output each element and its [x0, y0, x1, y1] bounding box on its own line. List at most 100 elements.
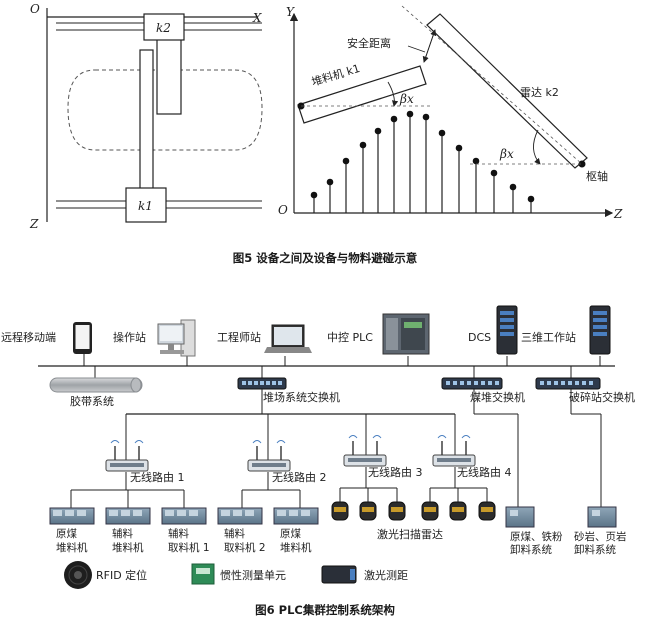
- imu-icon: [191, 563, 215, 585]
- material-stem-dot: [438, 129, 446, 137]
- plc-icon: [382, 313, 430, 355]
- beta-stacker-label: βx: [399, 92, 414, 106]
- machine-icon: [49, 507, 95, 525]
- dcs-label: DCS: [468, 331, 491, 344]
- radar-label: 雷达 k2: [520, 86, 559, 99]
- right-z-label: Z: [613, 207, 623, 221]
- unloader-coal-l2: 卸料系统: [510, 543, 552, 556]
- material-stem-dot: [527, 195, 535, 203]
- machine-label-line2: 堆料机: [56, 541, 88, 554]
- fig5-left-diagram: O X Z k2 k1: [29, 2, 263, 231]
- machine-icon: [217, 507, 263, 525]
- router-label: 无线路由 1: [130, 470, 185, 484]
- laser-scanner-icon: [478, 501, 496, 521]
- dcs-server-icon: [496, 305, 518, 355]
- machine-label-line2: 取料机 2: [224, 541, 266, 554]
- material-stem-dot: [422, 113, 430, 121]
- right-origin-label: O: [278, 203, 288, 217]
- workstation-label: 三维工作站: [521, 330, 576, 344]
- left-x-label: X: [252, 11, 262, 25]
- left-z-label: Z: [29, 217, 39, 231]
- machine-icon: [105, 507, 151, 525]
- laptop-icon: [264, 324, 312, 353]
- k1-body: [125, 187, 167, 223]
- coal-switch-label: 煤堆交换机: [470, 390, 525, 404]
- left-origin-label: O: [30, 2, 40, 16]
- plc-label: 中控 PLC: [327, 330, 373, 344]
- radar-boom: [426, 13, 588, 169]
- engineer-label: 工程师站: [217, 330, 261, 344]
- pile-outline: [67, 69, 263, 151]
- material-stem-dot: [310, 191, 318, 199]
- machine-label-line1: 辅料: [224, 527, 245, 540]
- right-y-label: Y: [286, 5, 295, 19]
- wireless-router-icon: [105, 440, 149, 472]
- k1-arm: [139, 49, 154, 191]
- laser-scanner-icon: [421, 501, 439, 521]
- remote-label: 远程移动端: [1, 331, 56, 344]
- operator-label: 操作站: [113, 330, 146, 344]
- laser-scanner-icon: [449, 501, 467, 521]
- crush-switch-label: 破碎站交换机: [569, 390, 635, 404]
- rfid-icon: [64, 561, 92, 589]
- machine-label-line1: 辅料: [112, 527, 133, 540]
- operator-pc-icon: [157, 319, 196, 357]
- machine-icon: [273, 507, 319, 525]
- wireless-router-icon: [247, 440, 291, 472]
- imu-label: 惯性测量单元: [220, 568, 286, 582]
- yard-switch-label: 堆场系统交换机: [263, 390, 340, 404]
- laser-rangefinder-label: 激光测距: [364, 568, 408, 582]
- material-stem-dot: [406, 110, 414, 118]
- unloader-coal-l1: 原煤、铁粉: [510, 530, 563, 543]
- machine-icon: [161, 507, 207, 525]
- workstation-server-icon: [589, 305, 611, 355]
- k1-label: k1: [138, 199, 153, 213]
- safety-distance-label: 安全距离: [347, 36, 391, 50]
- fig6-architecture: 远程移动端 操作站 工程师站 中控 PLC: [1, 305, 635, 589]
- belt-pipe-icon: [49, 377, 143, 393]
- material-stem-dot: [374, 127, 382, 135]
- wireless-router-icon: [432, 435, 476, 467]
- stacker-label: 堆料机 k1: [310, 61, 362, 89]
- stacker-boom: [297, 65, 427, 124]
- k2-body: [143, 13, 185, 41]
- crush-switch-icon: [535, 377, 601, 390]
- material-stem-dot: [472, 157, 480, 165]
- material-stem-dot: [490, 169, 498, 177]
- fig6-caption: 图6 PLC集群控制系统架构: [255, 603, 395, 617]
- material-stem-dot: [359, 141, 367, 149]
- laser-radar-label: 激光扫描雷达: [377, 527, 443, 541]
- laser-scanners-group: [331, 501, 496, 521]
- beta-radar-label: βx: [499, 147, 514, 161]
- fig5-right-diagram: Y Z O 堆料机 k1 雷达 k2 安全距离 βx βx 枢轴: [278, 5, 623, 221]
- machine-label-line2: 取料机 1: [168, 541, 210, 554]
- wireless-router-icon: [343, 435, 387, 467]
- laser-rangefinder-icon: [321, 565, 357, 584]
- router-label: 无线路由 3: [368, 465, 423, 479]
- material-stem-dot: [455, 144, 463, 152]
- material-stem-dot: [509, 183, 517, 191]
- material-stem-dot: [390, 115, 398, 123]
- machine-label-line2: 堆料机: [112, 541, 144, 554]
- k2-arm: [156, 37, 182, 115]
- laser-scanner-icon: [388, 501, 406, 521]
- k2-label: k2: [156, 21, 171, 35]
- fig5-caption: 图5 设备之间及设备与物料避碰示意: [233, 251, 418, 265]
- machine-label-line1: 辅料: [168, 527, 189, 540]
- routers-group: 无线路由 1 无线路由 2 无线路由 3 无线路由 4: [105, 435, 512, 484]
- pivot-label: 枢轴: [586, 169, 608, 183]
- router-label: 无线路由 2: [272, 470, 327, 484]
- rfid-label: RFID 定位: [96, 568, 147, 582]
- router-label: 无线路由 4: [457, 465, 512, 479]
- unloader-rock-l1: 砂岩、页岩: [574, 530, 627, 543]
- machine-label-line1: 原煤: [56, 527, 77, 540]
- material-stem-dot: [326, 178, 334, 186]
- belt-label: 胶带系统: [70, 394, 114, 408]
- material-stem-dot: [342, 157, 350, 165]
- material-stems: [310, 110, 535, 213]
- unloader-rock-icon: [587, 506, 617, 528]
- laser-scanner-icon: [331, 501, 349, 521]
